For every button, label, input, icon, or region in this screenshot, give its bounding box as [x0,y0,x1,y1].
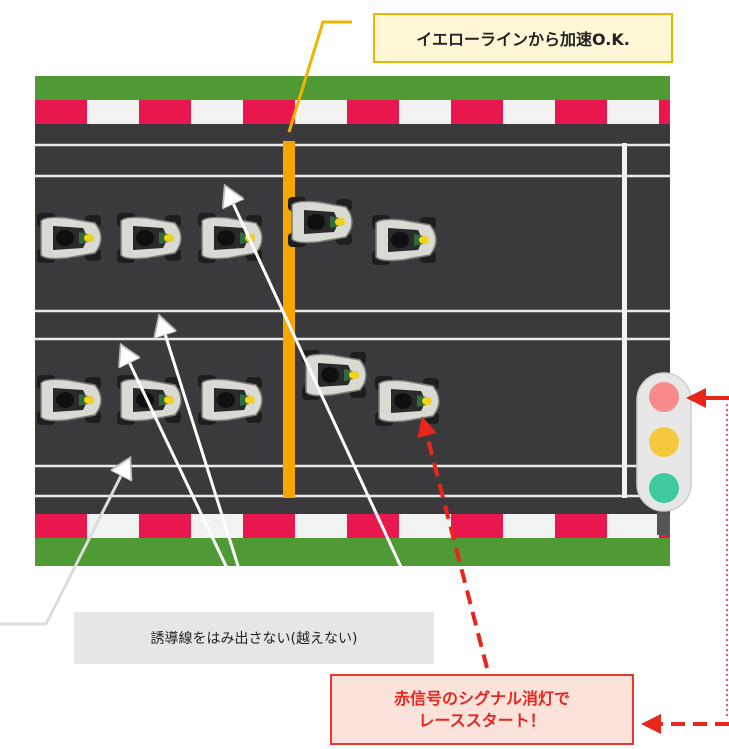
kart [197,212,263,264]
curb-segment [295,100,347,124]
guide-lines [35,143,670,498]
guide-arrow [226,188,420,605]
kart [116,374,182,426]
traffic-light-pole [657,507,669,535]
guide-arrow [122,347,246,605]
curb-segment [347,100,399,124]
acceleration-callout-text: イエローラインから加速O.K. [416,30,630,49]
curb-segment [503,514,555,538]
acceleration-callout: イエローラインから加速O.K. [373,13,673,63]
curb-segment [139,514,191,538]
curb-segment [295,514,347,538]
kart [374,375,440,427]
curb-segment [607,514,659,538]
guide-arrow [44,460,129,625]
curb-segment [399,514,451,538]
curb-segment [503,100,555,124]
yellow-callout-connector [287,20,352,133]
curb-segment [243,100,295,124]
red-lamp [649,382,679,412]
curb-bottom [35,514,670,538]
curb-segment [555,514,607,538]
curb-segment [555,100,607,124]
guide-line-callout: 誘導線をはみ出さない(越えない) [74,612,434,664]
race-start-callout: 赤信号のシグナル消灯で レーススタート！ [330,674,634,745]
curb-segment [451,514,503,538]
traffic-light [636,372,692,535]
curb-segment [607,100,659,124]
race-start-callout-line1: 赤信号のシグナル消灯で [393,688,570,708]
curb-segment [659,100,670,124]
curb-top [35,100,670,124]
track-surface [35,124,670,514]
curb-segment [87,100,139,124]
guide-arrow [160,318,252,605]
curb-segment [35,514,87,538]
curb-segment [451,100,503,124]
curb-segment [191,100,243,124]
curb-segment [35,100,87,124]
kart [36,374,102,426]
green-lamp [649,473,679,503]
guide-arrows [0,188,420,626]
kart [287,196,353,248]
guide-line-callout-text: 誘導線をはみ出さない(越えない) [150,631,358,647]
yellow-acceleration-line [283,141,295,498]
kart [197,374,263,426]
yellow-lamp [649,427,679,457]
red-arrows [417,388,729,734]
curb-segment [243,514,295,538]
kart [116,212,182,264]
grass-bottom [35,538,670,566]
grass-top [35,76,670,100]
curb-segment [399,100,451,124]
curb-segment [191,514,243,538]
kart [371,214,437,266]
kart [36,212,102,264]
start-line [622,143,627,498]
curb-segment [347,514,399,538]
race-start-callout-line2: レーススタート！ [418,710,546,730]
curb-segment [139,100,191,124]
